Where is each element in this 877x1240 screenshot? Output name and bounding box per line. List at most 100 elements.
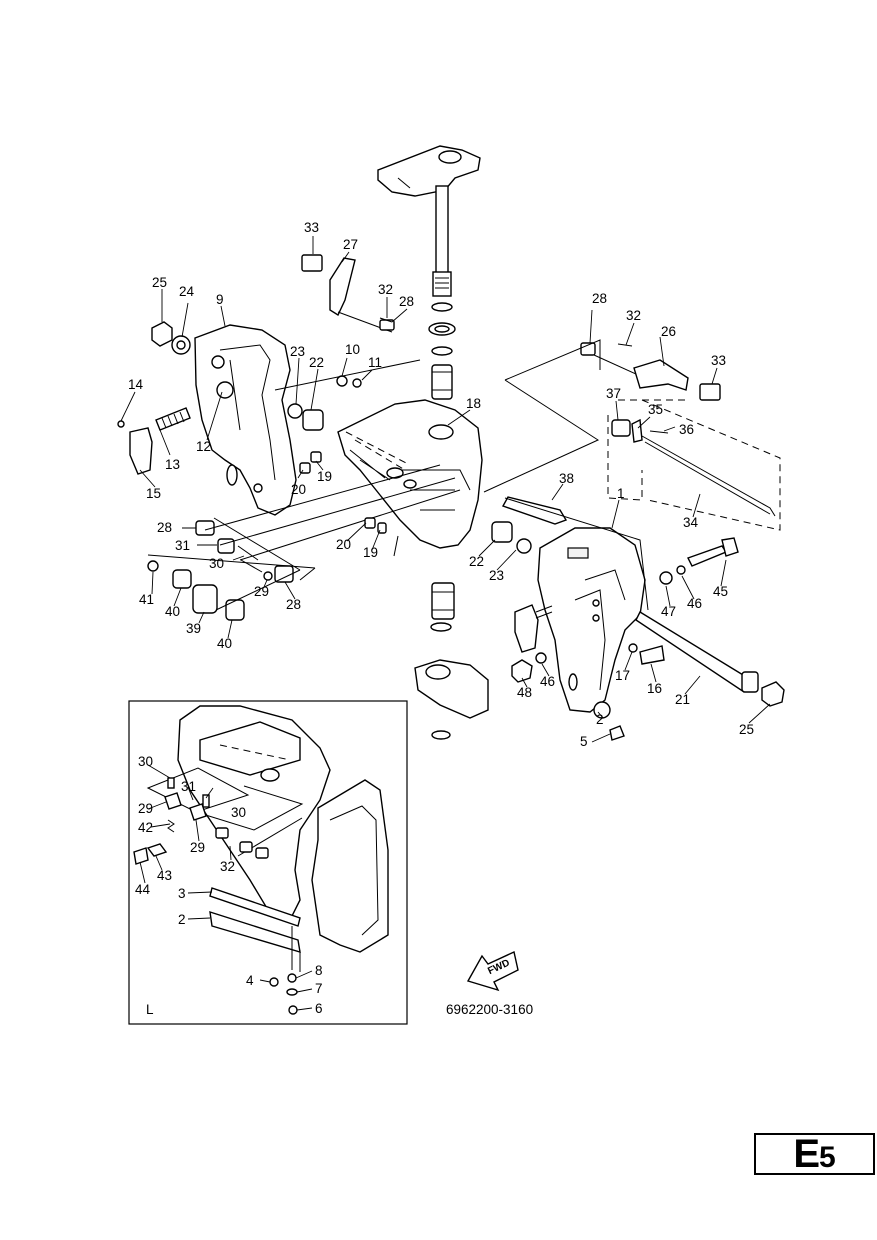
callout-11: 11 (368, 355, 382, 370)
callout-40: 40 (165, 604, 180, 619)
callout-29: 29 (254, 584, 269, 599)
callout-23: 23 (290, 344, 305, 359)
callout-25: 25 (739, 722, 754, 737)
callout-20: 20 (291, 482, 306, 497)
tilt-lever-left (301, 254, 395, 333)
page-badge: E 5 (754, 1133, 875, 1175)
callout-31: 31 (175, 538, 190, 553)
upper-bushing (431, 364, 453, 400)
tilt-rods (204, 449, 461, 561)
fwd-arrow-icon: FWD (466, 951, 519, 992)
callout-26: 26 (661, 324, 676, 339)
callout-25: 25 (152, 275, 167, 290)
tilt-lever-right (580, 342, 721, 401)
steering-arm-top (377, 145, 481, 197)
callout-33: 33 (711, 353, 726, 368)
callout-6: 6 (315, 1001, 323, 1016)
callout-29: 29 (138, 801, 153, 816)
steering-shaft (432, 185, 452, 297)
callout-22: 22 (469, 554, 484, 569)
callout-40: 40 (217, 636, 232, 651)
callout-1: 1 (617, 486, 625, 501)
center-small-parts (299, 451, 532, 557)
callout-42: 42 (138, 820, 153, 835)
callout-16: 16 (647, 681, 662, 696)
callout-46: 46 (540, 674, 555, 689)
callout-15: 15 (146, 486, 161, 501)
callout-14: 14 (128, 377, 144, 392)
callout-32: 32 (626, 308, 641, 323)
callout-34: 34 (683, 515, 699, 530)
callout-19: 19 (317, 469, 332, 484)
callout-9: 9 (216, 292, 224, 307)
right-bottom-hardware (511, 643, 665, 741)
right-tilt-rod-assembly (607, 399, 781, 531)
callout-12: 12 (196, 439, 211, 454)
callout-labels: 33 27 32 28 25 24 9 23 22 10 11 14 12 13… (128, 220, 754, 1016)
callout-45: 45 (713, 584, 728, 599)
page-badge-number: 5 (819, 1141, 836, 1174)
callout-23: 23 (489, 568, 504, 583)
callout-38: 38 (559, 471, 574, 486)
left-bushings (287, 375, 362, 431)
callout-28: 28 (157, 520, 172, 535)
callout-8: 8 (315, 963, 323, 978)
callout-43: 43 (157, 868, 172, 883)
lower-bushing (430, 582, 455, 632)
callout-10: 10 (345, 342, 360, 357)
callout-44: 44 (135, 882, 151, 897)
callout-3: 3 (178, 886, 186, 901)
callout-22: 22 (309, 355, 324, 370)
callout-28: 28 (592, 291, 607, 306)
callout-21: 21 (675, 692, 690, 707)
through-tube (635, 611, 785, 707)
thumb-screw-left (117, 407, 191, 475)
tilt-pin-38 (501, 496, 568, 525)
callout-39: 39 (186, 621, 201, 636)
callout-46: 46 (687, 596, 702, 611)
callout-24: 24 (179, 284, 195, 299)
swivel-bracket (337, 399, 483, 549)
page-badge-letter: E (793, 1132, 820, 1176)
callout-41: 41 (139, 592, 154, 607)
callout-47: 47 (661, 604, 676, 619)
callout-30: 30 (231, 805, 246, 820)
left-nut-washer (151, 321, 191, 355)
callout-27: 27 (343, 237, 358, 252)
callout-5: 5 (580, 734, 588, 749)
inset-detail: L (128, 700, 408, 1025)
callout-7: 7 (315, 981, 323, 996)
callout-17: 17 (615, 668, 630, 683)
callout-33: 33 (304, 220, 319, 235)
callout-28: 28 (286, 597, 301, 612)
leader-lines (120, 236, 771, 1011)
callout-18: 18 (466, 396, 481, 411)
callout-20: 20 (336, 537, 351, 552)
callout-19: 19 (363, 545, 378, 560)
callout-35: 35 (648, 402, 663, 417)
callout-4: 4 (246, 973, 254, 988)
long-bolt-45 (659, 537, 739, 585)
part-code: 6962200-3160 (446, 1002, 533, 1017)
callout-48: 48 (517, 685, 532, 700)
callout-30: 30 (209, 556, 224, 571)
callout-36: 36 (679, 422, 694, 437)
lower-steering-yoke (414, 659, 489, 740)
callout-28: 28 (399, 294, 414, 309)
inset-label: L (146, 1002, 154, 1017)
callout-30: 30 (138, 754, 153, 769)
callout-13: 13 (165, 457, 180, 472)
callout-29: 29 (190, 840, 205, 855)
left-clamp-bracket (194, 324, 297, 516)
shaft-washers (428, 302, 456, 356)
left-lower-parts (147, 517, 316, 621)
callout-32: 32 (378, 282, 393, 297)
thumb-screw-right (514, 604, 553, 653)
callout-37: 37 (606, 386, 621, 401)
callout-31: 31 (181, 779, 196, 794)
callout-2: 2 (178, 912, 186, 927)
callout-2: 2 (596, 712, 604, 727)
right-clamp-bracket (537, 527, 646, 713)
group-outlines (274, 339, 649, 611)
